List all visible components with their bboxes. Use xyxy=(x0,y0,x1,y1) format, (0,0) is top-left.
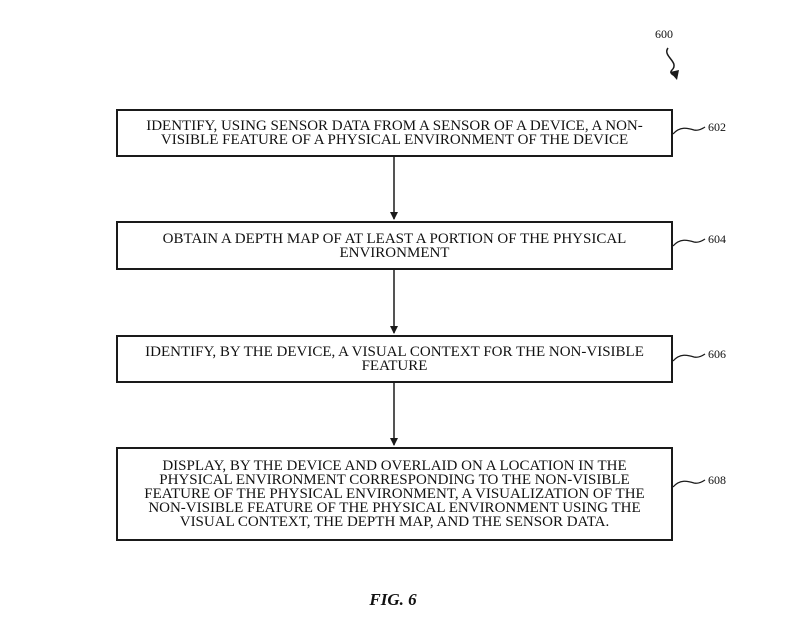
step-text-602: IDENTIFY, USING SENSOR DATA FROM A SENSO… xyxy=(146,118,643,148)
step-ref-602: 602 xyxy=(708,120,726,134)
step-box-606: IDENTIFY, BY THE DEVICE, A VISUAL CONTEX… xyxy=(116,335,673,383)
figure-ref-arrowhead xyxy=(670,70,679,80)
step-text-606: IDENTIFY, BY THE DEVICE, A VISUAL CONTEX… xyxy=(145,344,644,374)
step-box-602: IDENTIFY, USING SENSOR DATA FROM A SENSO… xyxy=(116,109,673,157)
leader-602 xyxy=(672,126,706,135)
figure-number: 600 xyxy=(655,27,673,41)
leader-606 xyxy=(672,353,706,362)
step-ref-608: 608 xyxy=(708,473,726,487)
step-text-608: DISPLAY, BY THE DEVICE AND OVERLAID ON A… xyxy=(144,458,645,530)
figure-caption: FIG. 6 xyxy=(369,590,417,609)
step-ref-604: 604 xyxy=(708,232,726,246)
step-ref-606: 606 xyxy=(708,347,726,361)
step-box-604: OBTAIN A DEPTH MAP OF AT LEAST A PORTION… xyxy=(116,221,673,270)
leader-608 xyxy=(672,479,706,488)
step-text-604: OBTAIN A DEPTH MAP OF AT LEAST A PORTION… xyxy=(162,230,627,261)
step-box-608: DISPLAY, BY THE DEVICE AND OVERLAID ON A… xyxy=(116,447,673,541)
leader-604 xyxy=(672,238,706,247)
